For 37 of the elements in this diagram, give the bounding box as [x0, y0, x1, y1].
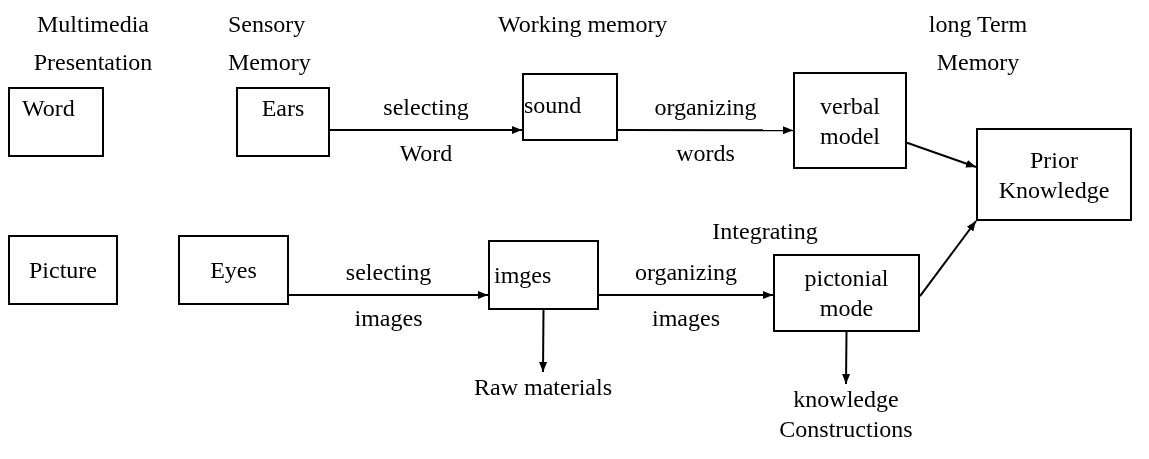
- arrow: [539, 309, 548, 373]
- process-box: [488, 240, 599, 310]
- process-box: [522, 73, 618, 141]
- process-box: [976, 128, 1132, 221]
- node-label: Raw materials: [474, 373, 612, 402]
- node-label: pictonial mode: [804, 264, 889, 323]
- node-label: Word: [22, 94, 75, 123]
- arrow: [842, 331, 851, 385]
- process-box: [8, 87, 104, 157]
- node-label: verbal model: [820, 91, 880, 151]
- node-label: Picture: [29, 256, 97, 285]
- arrow: [329, 126, 523, 135]
- node-label: imges: [494, 261, 552, 290]
- arrow: [617, 126, 794, 135]
- arrow: [906, 141, 977, 169]
- node-label: Prior Knowledge: [998, 145, 1110, 205]
- process-box: [8, 235, 118, 305]
- edge-label: organizing words: [654, 93, 757, 169]
- edge-label: selecting images: [345, 258, 432, 333]
- node-label: knowledge Constructions: [779, 385, 913, 444]
- arrow: [598, 291, 774, 300]
- process-box: [793, 72, 907, 169]
- process-box: [178, 235, 289, 305]
- edge-label: organizing images: [634, 258, 738, 333]
- heading-label: long Term Memory: [927, 10, 1029, 77]
- process-box: [236, 87, 330, 157]
- arrow: [919, 220, 977, 298]
- node-label: sound: [524, 91, 582, 120]
- node-label: Eyes: [210, 256, 257, 285]
- arrow: [288, 291, 489, 299]
- heading-label: Working memory: [498, 10, 669, 39]
- heading-label: Integrating: [711, 217, 819, 246]
- heading-label: Multimedia Presentation: [32, 10, 154, 77]
- node-label: Ears: [261, 94, 305, 123]
- heading-label: Sensory Memory: [228, 10, 312, 77]
- edge-label: selecting Word: [383, 93, 469, 169]
- process-box: [773, 254, 920, 332]
